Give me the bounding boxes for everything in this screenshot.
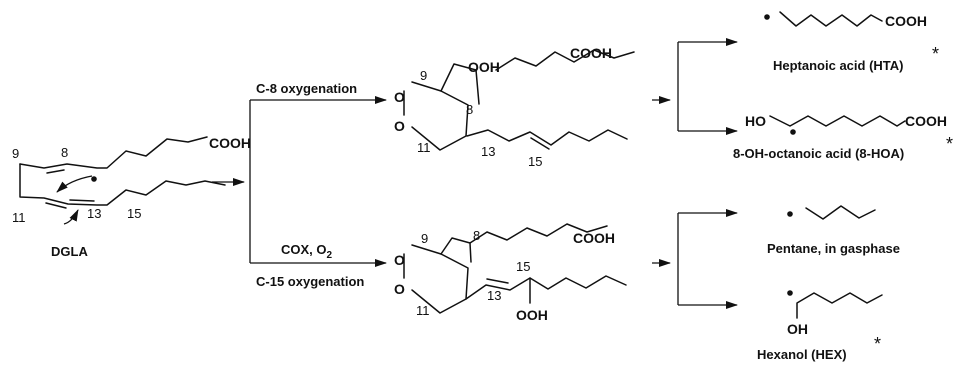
c8-acid-chain [495,49,635,71]
c15-acid-chain [469,223,608,244]
dgla-carbon-9: 9 [12,146,19,161]
product-heptanoic-acid: COOH Heptanoic acid (HTA) * [764,11,939,73]
c15-alkyl-chain [465,275,627,300]
c15-carboxyl-group: COOH [573,230,615,246]
c15-carbon-15: 15 [516,259,530,274]
c8-carbon-13: 13 [481,144,495,159]
c8-carbon-15: 15 [528,154,542,169]
hexanol-radical-dot [787,290,793,296]
hoa-carboxyl-group: COOH [905,113,947,129]
product-pentane: Pentane, in gasphase [767,205,900,256]
hexanol-name: Hexanol (HEX) [757,347,847,362]
c8-oxygenation-label: C-8 oxygenation [256,81,357,96]
c8-carbon-11: 11 [417,140,431,155]
dgla-curved-arrow-upper [56,175,93,193]
c15-peroxide-oxygen-top: O [394,252,405,268]
c8-carbon-8: 8 [466,102,473,117]
dgla-double-bond-8-9 [46,169,65,174]
dgla-double-bond-11-13 [45,202,67,209]
dgla-ring-closure [19,163,226,206]
hta-radical-dot [764,14,770,20]
hta-chain [779,11,883,27]
hoa-hydroxyl-group: HO [745,113,766,129]
c8-peroxide-oxygen-top: O [394,89,405,105]
dgla-curved-arrow-lower [63,209,79,225]
branch-arrows: C-8 oxygenation COX, O2 C-15 oxygenation [212,81,387,289]
dgla-structure: 9 8 11 13 15 COOH DGLA [12,135,251,259]
c8-carboxyl-group: COOH [570,45,612,61]
c15-carbon-8: 8 [473,228,480,243]
c8-endoperoxide-bonds [440,63,480,105]
hta-name: Heptanoic acid (HTA) [773,58,904,73]
c15-carbon-9: 9 [421,231,428,246]
c15-hydroperoxy-group: OOH [516,307,548,323]
pentane-chain [805,205,876,220]
dgla-carbon-13: 13 [87,206,101,221]
dgla-double-bond-14-15 [69,199,95,202]
dgla-carbon-8: 8 [61,145,68,160]
hoa-radical-dot [790,129,796,135]
c15-peroxide-oxygen-bottom: O [394,281,405,297]
c8-peroxide-bridge [403,81,469,151]
hexanol-hydroxyl-group: OH [787,321,808,337]
dgla-skeleton [19,136,208,169]
hexanol-asterisk: * [874,334,881,354]
product-8-hydroxyoctanoic-acid: HO COOH 8-OH-octanoic acid (8-HOA) * [733,113,953,161]
dgla-label: DGLA [51,244,88,259]
c15-double-bond-13 [486,278,509,284]
c15-intermediate-structure: O O OOH COOH 9 8 15 11 13 [394,223,627,323]
c8-peroxide-oxygen-bottom: O [394,118,405,134]
dgla-carboxyl-group: COOH [209,135,251,151]
c15-oxygenation-label: C-15 oxygenation [256,274,364,289]
hta-carboxyl-group: COOH [885,13,927,29]
c15-carbon-13: 13 [487,288,501,303]
hoa-asterisk: * [946,134,953,154]
hoa-name: 8-OH-octanoic acid (8-HOA) [733,146,904,161]
c15-carbon-11: 11 [416,303,430,318]
hexanol-chain [796,292,883,319]
c8-alkyl-chain [466,129,628,146]
hta-asterisk: * [932,44,939,64]
c8-intermediate-structure: O O OOH COOH 9 8 11 13 15 [394,45,635,169]
c8-carbon-9: 9 [420,68,427,83]
dgla-radical-dot [91,176,97,182]
pentane-radical-dot [787,211,793,217]
c15-peroxide-bridge [403,244,469,314]
c8-hydroperoxy-group: OOH [468,59,500,75]
c8-double-bond-13 [530,137,550,150]
dgla-carbon-15: 15 [127,206,141,221]
c15-endoperoxide-bonds [440,237,472,263]
hoa-chain [769,115,906,127]
product-hexanol: OH Hexanol (HEX) * [757,290,883,362]
pentane-name: Pentane, in gasphase [767,241,900,256]
product-arrows [652,38,738,309]
cox-o2-label: COX, O2 [281,242,333,261]
dgla-carbon-11: 11 [12,210,26,225]
